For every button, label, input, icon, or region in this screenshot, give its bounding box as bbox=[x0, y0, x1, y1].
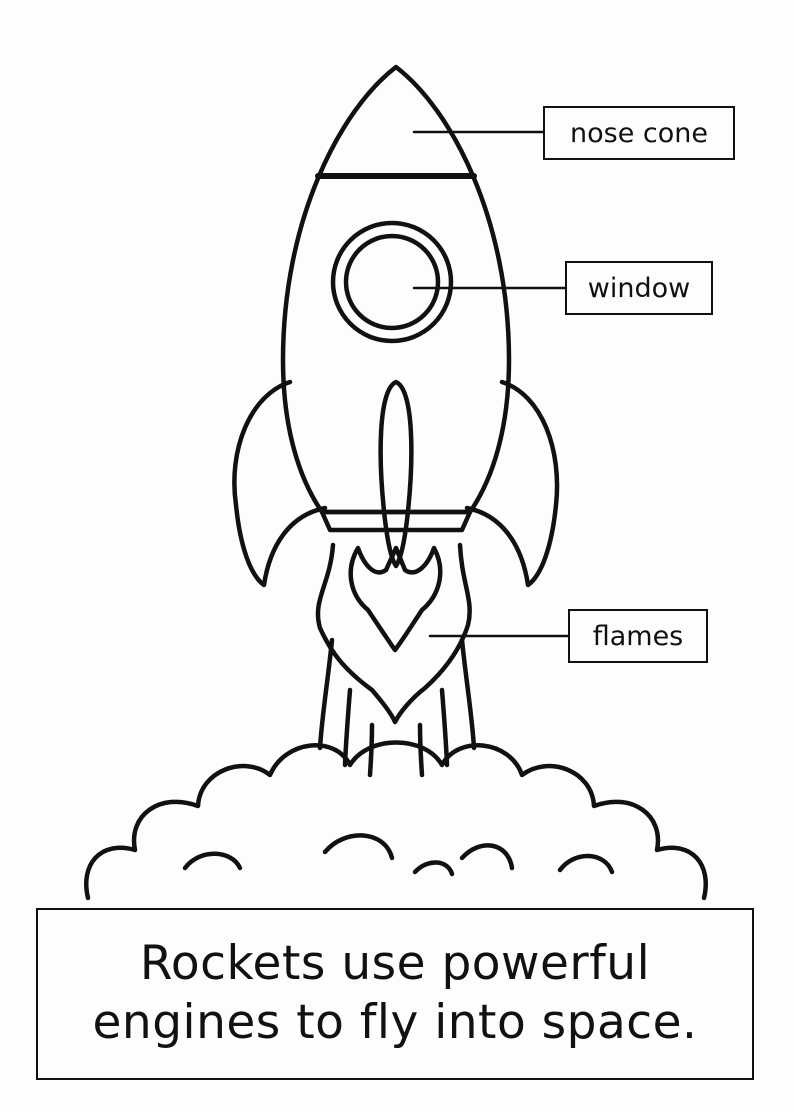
window-label: window bbox=[565, 261, 713, 315]
cloud-swirl-left bbox=[182, 851, 243, 871]
exhaust-trail-right-outer bbox=[459, 637, 477, 751]
left-fin bbox=[232, 379, 328, 588]
outer-flame bbox=[315, 542, 472, 725]
window-label-text: window bbox=[587, 272, 691, 304]
center-fin bbox=[378, 379, 414, 569]
nose-cone-label: nose cone bbox=[543, 106, 735, 160]
flames-label-text: flames bbox=[592, 620, 684, 652]
window-inner-ring bbox=[343, 233, 441, 331]
flames-label: flames bbox=[568, 609, 708, 663]
exhaust-trail-left-mid bbox=[342, 687, 353, 768]
caption-box: Rockets use powerful engines to fly into… bbox=[36, 908, 754, 1080]
exhaust-trail-left-outer bbox=[317, 637, 335, 751]
cloud-swirl-center bbox=[412, 860, 455, 877]
cloud-swirl-right bbox=[557, 853, 615, 875]
caption-line-2: engines to fly into space. bbox=[92, 995, 698, 1050]
right-fin bbox=[464, 379, 560, 588]
exhaust-trail-right-inner bbox=[417, 722, 425, 778]
cloud-swirl-center-left bbox=[322, 833, 395, 861]
nose-cone-label-text: nose cone bbox=[570, 117, 708, 149]
inner-flame bbox=[348, 545, 443, 653]
smoke-cloud bbox=[84, 740, 708, 901]
caption-line-1: Rockets use powerful bbox=[139, 936, 651, 992]
exhaust-trail-left-inner bbox=[367, 722, 375, 778]
cloud-swirl-center-right bbox=[459, 843, 515, 871]
engine-nozzle bbox=[319, 509, 473, 533]
window-outer-ring bbox=[330, 220, 454, 344]
exhaust-trail-right-mid bbox=[439, 687, 450, 768]
rocket-body bbox=[280, 64, 512, 515]
